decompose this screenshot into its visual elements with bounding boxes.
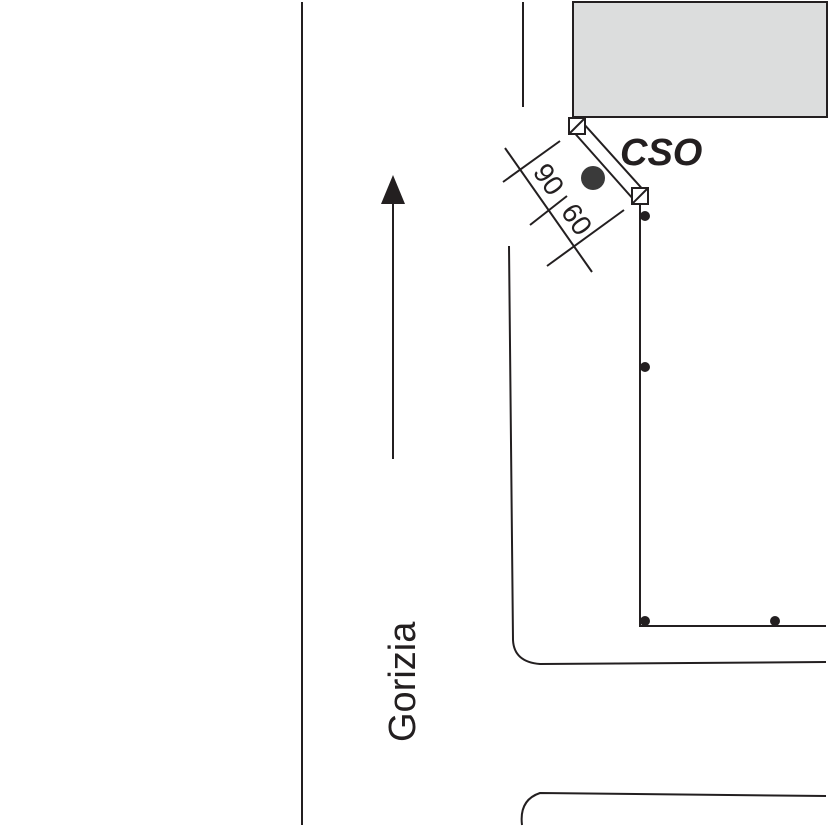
direction-arrow-head xyxy=(381,175,405,204)
property-boundary xyxy=(639,204,826,627)
boundary-markers xyxy=(640,211,780,626)
curb-corner-lower xyxy=(520,791,827,826)
dimension-tick-2 xyxy=(529,195,568,226)
gate-line-b xyxy=(582,122,647,194)
dimension-tick-3 xyxy=(546,209,625,267)
curb-corner-upper xyxy=(508,245,827,666)
boundary-marker xyxy=(640,362,650,372)
building xyxy=(572,1,828,118)
gate-post-top-cross xyxy=(568,117,586,135)
dimension-90-label: 90 xyxy=(527,158,570,201)
boundary-marker xyxy=(640,616,650,626)
dimension-tick-1 xyxy=(502,140,561,183)
cso-label: CSO xyxy=(620,132,702,174)
boundary-marker xyxy=(640,211,650,221)
street-name-label: Gorizia xyxy=(382,621,424,742)
gate-post-bottom-cross xyxy=(631,187,649,205)
boundary-marker xyxy=(770,616,780,626)
cso-location-dot xyxy=(581,166,605,190)
gate-line-a xyxy=(570,128,635,201)
